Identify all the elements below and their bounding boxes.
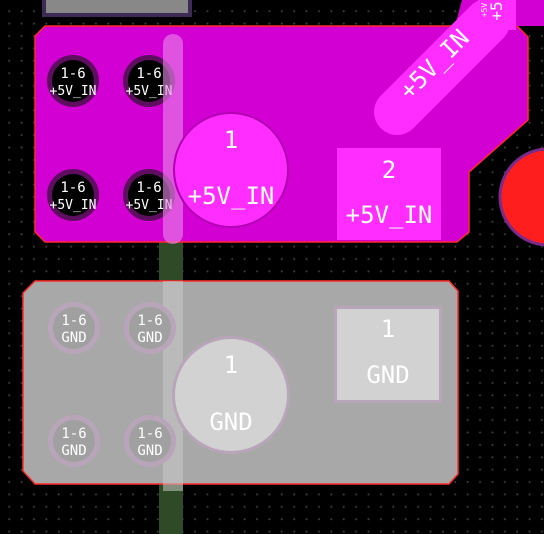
right-component-pad[interactable] [498,147,544,247]
via-number: 1-6 [60,180,85,196]
pad-number: 1 [224,126,238,154]
power-via[interactable]: 1-6 +5V_IN [47,55,99,107]
power-via[interactable]: 1-6 +5V_IN [123,169,175,221]
pad-net: +5V_IN [188,182,275,210]
gnd-via[interactable]: 1-6 GND [48,415,100,467]
via-net: +5V_IN [50,84,97,99]
pad-net: GND [366,361,409,389]
pad-number: 2 [382,156,396,184]
via-net: GND [61,330,86,346]
via-number: 1-6 [60,66,85,82]
via-net: GND [137,330,162,346]
gnd-via[interactable]: 1-6 GND [124,302,176,354]
via-number: 1-6 [61,313,86,329]
gnd-via[interactable]: 1-6 GND [124,415,176,467]
power-round-pad[interactable]: 1 +5V_IN [173,112,289,228]
power-square-pad[interactable]: 2 +5V_IN [337,148,441,240]
via-net: +5V_IN [126,84,173,99]
pad-number: 1 [224,351,238,379]
power-via[interactable]: 1-6 +5V_IN [47,169,99,221]
via-number: 1-6 [61,426,86,442]
power-zone[interactable]: +5V +5 +5V_IN 1-6 +5V_IN 1-6 +5V_IN 1-6 … [34,0,544,244]
gnd-via[interactable]: 1-6 GND [48,302,100,354]
gnd-round-pad[interactable]: 1 GND [172,336,290,454]
via-net: GND [137,443,162,459]
pad-net: GND [209,408,252,436]
via-net: +5V_IN [50,198,97,213]
via-number: 1-6 [137,426,162,442]
top-component-outline[interactable] [42,0,192,17]
via-net: +5V_IN [126,198,173,213]
power-corner-pad[interactable] [478,0,516,30]
power-track[interactable] [374,0,510,135]
via-net: GND [61,443,86,459]
pad-number: 1 [381,315,395,343]
via-number: 1-6 [136,180,161,196]
power-via[interactable]: 1-6 +5V_IN [123,55,175,107]
via-number: 1-6 [136,66,161,82]
via-number: 1-6 [137,313,162,329]
corner-large-label: +5 [487,1,506,20]
gnd-zone[interactable]: 1-6 GND 1-6 GND 1-6 GND 1-6 GND 1 GND [22,280,459,491]
power-trace-highlight[interactable] [163,34,183,244]
pad-net: +5V_IN [346,201,433,229]
corner-small-label: +5V [480,3,489,18]
gnd-square-pad[interactable]: 1 GND [334,306,442,403]
